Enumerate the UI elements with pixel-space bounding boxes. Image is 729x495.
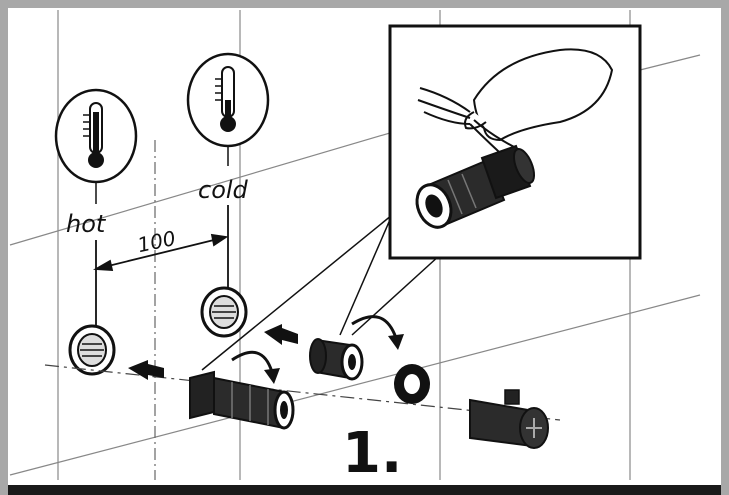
step-number: 1. [342,421,402,486]
push-arrow-icon [264,324,298,345]
detail-inset [388,24,642,260]
short-adapter [309,338,364,381]
long-adapter [189,370,295,430]
callout-lines [201,214,441,371]
hot-label: hot [66,210,107,238]
push-arrow-icon [128,360,164,380]
distance-label: 100 [135,226,177,257]
check-valve [469,389,549,449]
cold-label: cold [198,176,249,204]
assembly-axis [44,364,561,421]
rotate-arrow-icon [351,315,404,350]
washer [394,364,430,404]
thermometer-icon [54,88,138,204]
thermometer-icon [186,52,270,166]
hot-outlet [68,324,116,376]
bottom-rule [8,485,721,495]
cold-outlet [200,286,248,338]
dimension-line [92,205,229,330]
rotate-arrow-icon [231,350,280,384]
